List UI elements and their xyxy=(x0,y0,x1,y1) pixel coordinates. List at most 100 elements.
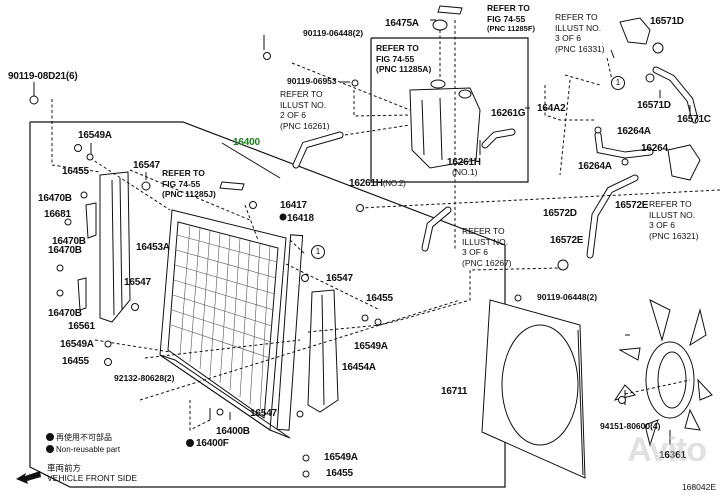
water-inlet-housing xyxy=(619,17,701,181)
ref-line: (PNC 16261) xyxy=(280,120,330,131)
watermark: Avito xyxy=(627,431,707,469)
part-label[interactable]: 16549A xyxy=(324,452,358,463)
reservoir-cap xyxy=(432,19,448,31)
part-label[interactable]: 16455 xyxy=(366,293,393,304)
part-label[interactable]: 90119-08D21(6) xyxy=(8,71,78,82)
ref-line: (PNC 11285J) xyxy=(162,189,216,199)
ref-line: FIG 74-55 xyxy=(376,53,415,64)
ref-line: 3 OF 6 xyxy=(555,33,581,43)
part-label[interactable]: 92132-80628(2) xyxy=(114,373,175,383)
ref-line: (PNC 16321) xyxy=(649,230,699,241)
nonreusable-dot-icon xyxy=(46,433,54,441)
part-label[interactable]: 16455 xyxy=(62,166,89,177)
reference-tag-icon xyxy=(437,5,463,15)
part-label[interactable]: 16711 xyxy=(441,386,468,397)
part-label[interactable]: 16470B xyxy=(52,236,86,247)
connector-marker-1: 1 xyxy=(311,245,325,259)
part-label[interactable]: 16361 xyxy=(659,450,686,461)
part-label[interactable]: 16572E xyxy=(615,200,649,211)
part-label[interactable]: 16681 xyxy=(44,209,71,220)
part-label[interactable]: 16572E xyxy=(550,235,584,246)
part-label[interactable]: 16549A xyxy=(60,339,94,350)
part-label[interactable]: 16470B xyxy=(38,193,72,204)
part-label[interactable]: 16261G xyxy=(491,108,526,119)
part-label[interactable]: 16561 xyxy=(68,321,95,332)
ref-line: REFER TO xyxy=(280,89,323,99)
part-label[interactable]: 94151-80600(4) xyxy=(600,421,661,431)
left-bracket xyxy=(77,171,131,323)
reference-note[interactable]: REFER TO ILLUST NO. 2 OF 6 (PNC 16261) xyxy=(280,89,330,131)
cooling-fan xyxy=(613,299,713,447)
part-label[interactable]: 16547 xyxy=(124,277,151,288)
part-label[interactable]: 16418 xyxy=(287,213,314,224)
nonreusable-dot-icon xyxy=(186,439,194,447)
part-sublabel: (NO.1) xyxy=(452,167,478,177)
front-text-en: VEHICLE FRONT SIDE xyxy=(47,473,138,483)
part-label[interactable]: 16572D xyxy=(543,208,577,219)
part-label[interactable]: 16571C xyxy=(677,114,711,125)
part-label[interactable]: 16264 xyxy=(641,143,668,154)
legend: 再使用不可部品 Non-reusable part xyxy=(46,432,120,456)
part-label[interactable]: 16547 xyxy=(250,408,277,419)
part-label[interactable]: 16571D xyxy=(637,100,671,111)
part-label[interactable]: 16547 xyxy=(133,160,160,171)
reference-note[interactable]: REFER TO ILLUST NO. 3 OF 6 (PNC 16321) xyxy=(649,199,699,241)
part-label[interactable]: 16455 xyxy=(326,468,353,479)
fasteners xyxy=(29,52,655,478)
part-label[interactable]: 16470B xyxy=(48,245,82,256)
part-label[interactable]: 16454A xyxy=(342,362,376,373)
reference-note[interactable]: REFER TO FIG 74-55 (PNC 11285F) xyxy=(487,3,535,35)
reference-note[interactable]: REFER TO FIG 74-55 (PNC 11285J) xyxy=(162,168,216,200)
reference-note[interactable]: REFER TO ILLUST NO. 3 OF 6 (PNC 16331) xyxy=(555,12,605,54)
ref-line: (PNC 11285F) xyxy=(487,24,535,33)
ref-line: FIG 74-55 xyxy=(162,178,201,189)
solid-leaders xyxy=(33,19,691,445)
part-label[interactable]: 16549A xyxy=(354,341,388,352)
ref-line: REFER TO xyxy=(376,43,419,53)
part-label[interactable]: 16547 xyxy=(326,273,353,284)
part-label[interactable]: 16400B xyxy=(216,426,250,437)
part-label[interactable]: 16549A xyxy=(78,130,112,141)
illustration-code: 168042E xyxy=(681,482,716,492)
ref-line: REFER TO xyxy=(462,226,505,236)
reference-tag-icon xyxy=(219,181,245,191)
ref-line: ILLUST NO. xyxy=(462,236,509,247)
ref-line: (PNC 11285A) xyxy=(376,64,432,74)
legend-text: 再使用不可部品 xyxy=(56,433,112,442)
ref-line: ILLUST NO. xyxy=(649,209,696,220)
legend-text: Non-reusable part xyxy=(56,445,121,454)
part-label[interactable]: 16264A xyxy=(578,161,612,172)
part-label[interactable]: 16264A xyxy=(617,126,651,137)
radiator-assembly-frame xyxy=(29,121,506,488)
ref-line: REFER TO xyxy=(162,168,205,178)
part-label[interactable]: 90119-06448(2) xyxy=(537,292,598,302)
part-label[interactable]: 164A2 xyxy=(537,103,566,114)
part-label[interactable]: 16455 xyxy=(62,356,89,367)
radiator-core xyxy=(159,209,304,439)
connector-marker-1: 1 xyxy=(611,76,625,90)
reference-note[interactable]: REFER TO FIG 74-55 (PNC 11285A) xyxy=(376,43,431,75)
right-bracket xyxy=(307,289,339,413)
part-label[interactable]: 16453A xyxy=(136,242,170,253)
part-label[interactable]: 16261H xyxy=(447,157,481,168)
ref-line: ILLUST NO. xyxy=(555,22,602,33)
part-label[interactable]: 16400F xyxy=(186,438,229,449)
reference-note[interactable]: REFER TO ILLUST NO. 3 OF 6 (PNC 16267) xyxy=(462,226,512,268)
part-label[interactable]: 16417 xyxy=(280,200,307,211)
ref-line: REFER TO xyxy=(487,3,530,13)
vehicle-front-arrow-icon xyxy=(16,471,41,484)
part-number: 16400F xyxy=(196,438,229,449)
legend-row-en: Non-reusable part xyxy=(46,444,120,456)
part-label[interactable]: 16261H(NO.2) xyxy=(349,178,406,189)
part-label[interactable]: 16470B xyxy=(48,308,82,319)
highlighted-part-label[interactable]: 16400 xyxy=(233,137,260,148)
part-label[interactable]: 90119-06448(2) xyxy=(303,28,364,38)
part-label[interactable]: 16571D xyxy=(650,16,684,27)
ref-line: REFER TO xyxy=(555,12,598,22)
part-label[interactable]: 16475A xyxy=(385,18,419,29)
fan-shroud xyxy=(481,299,586,479)
part-label[interactable]: 90119-06953 xyxy=(287,76,337,86)
vehicle-front-note: 車両前方 VEHICLE FRONT SIDE xyxy=(47,463,137,483)
ref-line: (PNC 16331) xyxy=(555,43,605,54)
